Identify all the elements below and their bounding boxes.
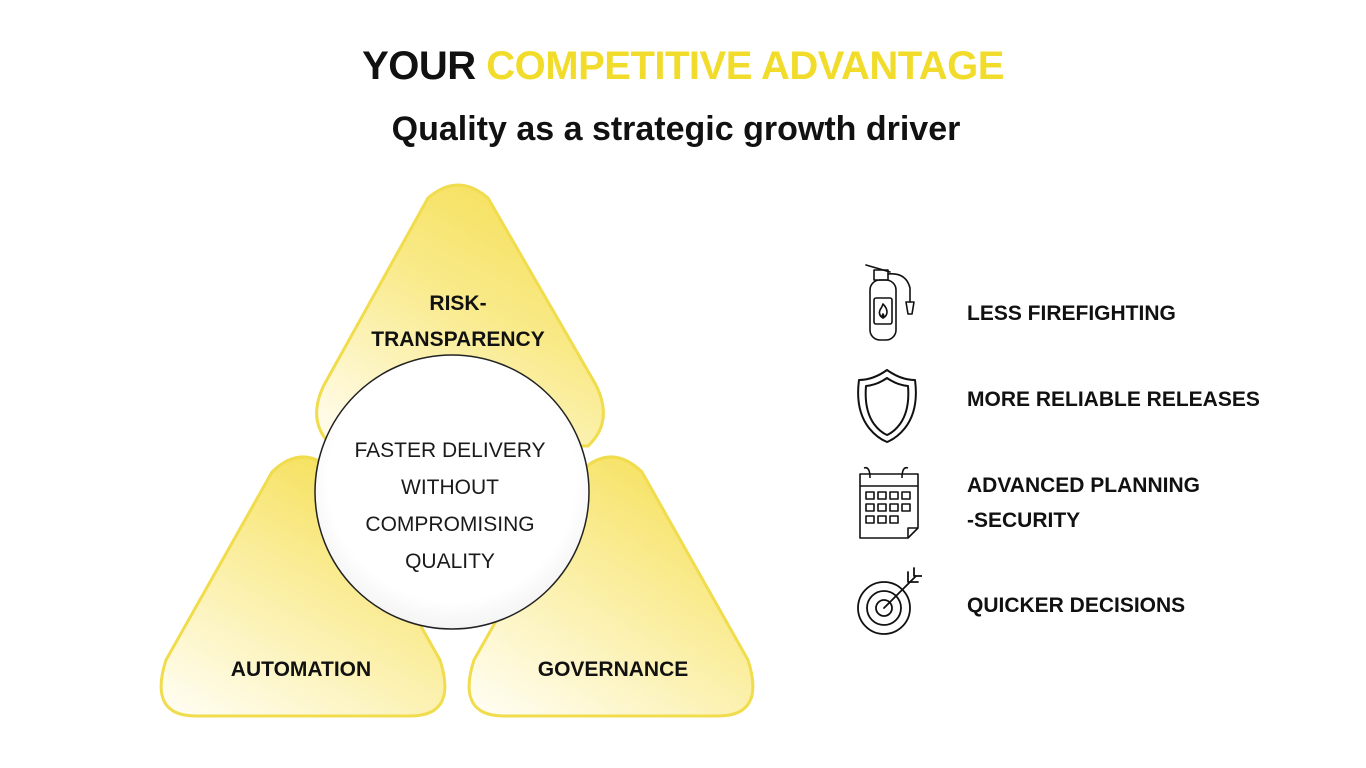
benefit-label-3: ADVANCED PLANNING -SECURITY <box>967 468 1307 538</box>
center-text: FASTER DELIVERY WITHOUT COMPROMISING QUA… <box>322 432 578 580</box>
title-part-1: YOUR <box>362 44 476 88</box>
center-line-1: FASTER DELIVERY <box>354 439 546 462</box>
triangle-label-risk-transparency: RISK- TRANSPARENCY <box>338 286 578 358</box>
center-line-4: QUALITY <box>405 550 495 573</box>
title-part-2-accent: COMPETITIVE ADVANTAGE <box>486 44 1004 88</box>
triangle-governance <box>467 455 755 718</box>
benefit-label-4: QUICKER DECISIONS <box>967 594 1186 617</box>
center-circle <box>314 354 590 630</box>
risk-line-1: RISK- <box>429 292 487 315</box>
triangle-automation <box>159 455 447 718</box>
benefit-label-3-line-1: ADVANCED PLANNING <box>967 474 1200 497</box>
fire-extinguisher-icon <box>865 264 915 341</box>
center-line-3: COMPROMISING <box>365 513 535 536</box>
calendar-icon <box>859 466 919 539</box>
benefit-label-2: MORE RELIABLE RELEASES <box>967 388 1260 411</box>
benefit-more-reliable-releases: MORE RELIABLE RELEASES <box>852 366 1312 456</box>
risk-line-2: TRANSPARENCY <box>371 328 545 351</box>
slide-title: YOUR COMPETITIVE ADVANTAGE <box>0 42 1366 90</box>
benefit-label-1: LESS FIREFIGHTING <box>967 302 1176 325</box>
triangle-label-governance: GOVERNANCE <box>537 658 689 681</box>
triangle-label-automation: AUTOMATION <box>230 658 372 681</box>
center-line-2: WITHOUT <box>401 476 499 499</box>
benefit-less-firefighting: LESS FIREFIGHTING <box>852 262 1312 352</box>
target-icon <box>857 567 922 635</box>
benefit-advanced-planning-security: ADVANCED PLANNING -SECURITY <box>852 462 1312 552</box>
benefit-label-3-line-2: -SECURITY <box>967 509 1081 532</box>
slide-subtitle: Quality as a strategic growth driver <box>391 110 961 148</box>
shield-icon <box>857 369 917 443</box>
benefit-quicker-decisions: QUICKER DECISIONS <box>852 566 1312 656</box>
